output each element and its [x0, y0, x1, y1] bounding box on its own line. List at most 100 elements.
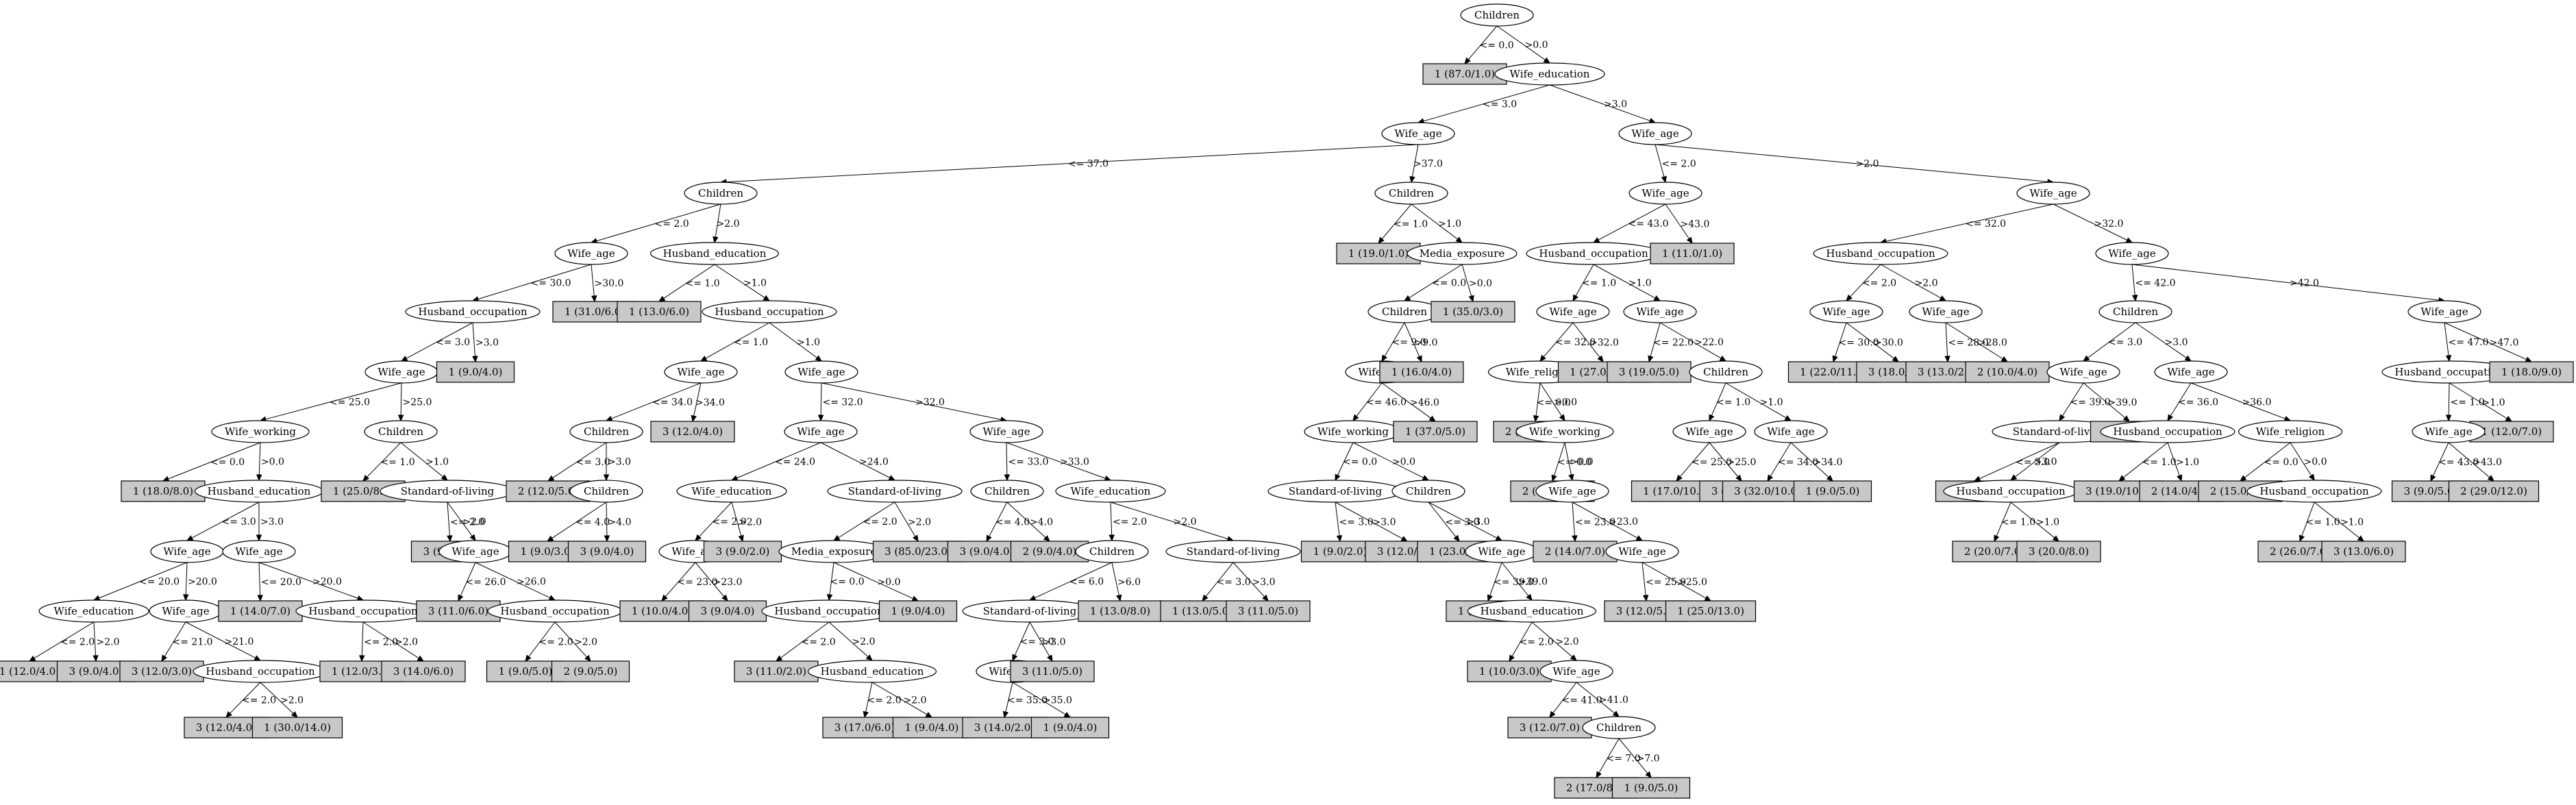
leaf-box	[1611, 777, 1691, 799]
tree-edge: >43.0	[2448, 442, 2502, 482]
edge-line	[2135, 322, 2187, 358]
edge-line	[699, 501, 732, 537]
edge-condition-label: >25.0	[1678, 577, 1707, 588]
leaf-box	[381, 660, 466, 682]
leaf-node: 3 (17.0/6.0)	[822, 717, 907, 739]
split-label: Husband_education	[208, 485, 311, 497]
tree-edge: <= 1.0	[1378, 203, 1428, 244]
tree-edge: <= 3.0	[1428, 501, 1480, 542]
edge-condition-label: >21.0	[225, 636, 254, 647]
edge-condition-label: <= 1.0	[2306, 517, 2340, 528]
edge-arrowhead	[547, 475, 555, 482]
edge-line	[1029, 621, 1050, 657]
edge-arrowhead	[1487, 594, 1493, 602]
leaf-box	[1336, 243, 1421, 264]
split-node: Wife_working	[1304, 420, 1402, 443]
edge-line	[367, 442, 401, 478]
split-label: Children	[1406, 485, 1451, 497]
leaf-box	[1793, 480, 1872, 502]
edge-condition-label: >1.0	[797, 337, 820, 348]
edge-arrowhead	[1262, 594, 1269, 602]
split-ellipse	[1672, 420, 1746, 443]
tree-edge: >25.0	[1709, 442, 1757, 482]
tree-edge: <= 34.0	[605, 382, 702, 421]
split-node: Wife_age	[2412, 420, 2486, 443]
leaf-label: 2 (14.0/7.0)	[1545, 545, 1605, 558]
tree-edge: >23.0	[695, 562, 742, 602]
tree-edge: >23.0	[1572, 501, 1644, 541]
edge-line	[1335, 501, 1340, 536]
edge-arrowhead	[2059, 414, 2066, 422]
edge-arrowhead	[1661, 175, 1667, 184]
edge-condition-label: >4.0	[1030, 517, 1053, 528]
leaf-label: 1 (10.0/4.0)	[632, 605, 692, 617]
split-label: Children	[584, 425, 629, 438]
split-label: Wife_age	[677, 366, 724, 378]
tree-edge: <= 0.0	[1335, 442, 1377, 482]
edge-condition-label: <= 46.0	[1366, 397, 1407, 408]
split-node: Husband_occupation	[295, 599, 431, 623]
split-label: Children	[1596, 721, 1642, 734]
edge-arrowhead	[2505, 415, 2513, 422]
edge-condition-label: <= 0.0	[1537, 397, 1571, 408]
leaf-label: 1 (12.0/7.0)	[2481, 425, 2542, 438]
split-node: Media_exposure	[1407, 242, 1518, 265]
split-ellipse	[2100, 420, 2236, 443]
edge-arrowhead	[584, 654, 591, 662]
edge-condition-label: >3.0	[1373, 517, 1396, 528]
edge-arrowhead	[417, 655, 425, 662]
split-label: Husband_occupation	[308, 605, 418, 617]
leaf-node: 3 (19.0/5.0)	[1607, 361, 1692, 383]
split-node: Children	[364, 420, 438, 443]
split-label: Wife_working	[1529, 425, 1600, 438]
edge-line	[1945, 322, 2003, 360]
edge-line	[1356, 382, 1383, 417]
leaf-box	[551, 660, 630, 682]
tree-edge: <= 0.0	[826, 562, 865, 602]
tree-edge: >6.0	[1111, 562, 1141, 602]
edge-line	[2122, 442, 2168, 478]
tree-edge: >1.0	[714, 264, 771, 301]
edge-arrowhead	[713, 236, 719, 244]
edge-line	[1553, 442, 1565, 476]
split-node: Wife_age	[2407, 300, 2481, 323]
split-label: Children	[1703, 366, 1748, 378]
edge-line	[871, 682, 928, 715]
split-ellipse	[554, 242, 628, 265]
split-label: Wife_age	[567, 247, 615, 260]
edge-line	[1035, 562, 1113, 599]
edge-arrowhead	[1453, 534, 1460, 542]
split-node: Husband_occupation	[2381, 360, 2517, 384]
split-label: Wife_age	[2029, 187, 2077, 199]
edge-arrowhead	[1468, 295, 1474, 303]
edge-line	[1205, 562, 1234, 597]
split-label: Standard-of-living	[2013, 425, 2107, 438]
leaf-node: 1 (9.0/4.0)	[878, 600, 958, 622]
tree-edge: <= 23.0	[1572, 501, 1615, 543]
tree-edge: >2.0	[871, 682, 933, 718]
edge-line	[258, 562, 261, 596]
edge-condition-label: >2.0	[852, 636, 876, 647]
edge-line	[596, 203, 721, 242]
split-label: Wife_education	[692, 485, 772, 497]
edge-condition-label: <= 3.0	[576, 457, 610, 468]
edge-line	[1572, 501, 1638, 538]
edge-arrowhead	[548, 595, 556, 601]
edge-condition-label: >32.0	[1589, 338, 1619, 349]
edges-layer: <= 0.0>0.0<= 3.0>3.0<= 37.0>37.0<= 2.0>2…	[28, 25, 2533, 779]
split-label: Standard-of-living	[983, 605, 1077, 617]
edge-condition-label: <= 2.0	[450, 517, 484, 528]
edge-condition-label: >2.0	[1174, 517, 1197, 528]
edge-line	[258, 562, 358, 599]
edge-arrowhead	[1400, 536, 1409, 542]
edge-condition-label: >25.0	[1727, 457, 1757, 468]
tree-edge: >9.0	[1404, 322, 1438, 363]
edge-arrowhead	[225, 710, 232, 718]
split-node: Husband_occupation	[1813, 242, 1948, 265]
edge-condition-label: >0.0	[2304, 457, 2327, 468]
edge-arrowhead	[2122, 415, 2130, 422]
edge-line	[406, 322, 473, 359]
edge-line	[1885, 203, 2054, 242]
edge-condition-label: <= 3.0	[2016, 457, 2050, 468]
